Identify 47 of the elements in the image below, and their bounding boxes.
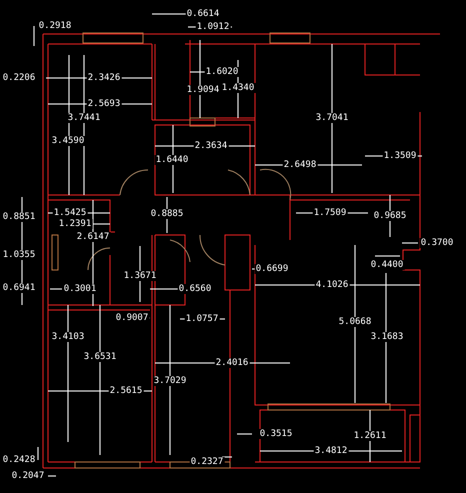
dimension-label: 1.7509 [312, 208, 348, 218]
dimension-label: 0.8885 [150, 209, 184, 219]
dimension-label: 1.2391 [58, 219, 92, 229]
dimension-label: 1.2611 [352, 431, 388, 441]
dimension-label: 5.0668 [338, 317, 372, 327]
dimension-label: 0.6699 [254, 264, 290, 274]
dimension-label: 1.0912 [196, 22, 230, 32]
dimension-label: 1.9094 [186, 85, 220, 95]
dimension-label: 1.6020 [204, 67, 240, 77]
dimension-label: 2.6498 [282, 160, 318, 170]
dimension-label: 0.2206 [2, 73, 36, 83]
dimension-label: 0.4400 [370, 260, 404, 270]
dimension-label: 0.2918 [38, 21, 72, 31]
dimension-label: 1.0355 [2, 250, 36, 260]
dimension-label: 3.7041 [314, 113, 350, 123]
dimension-label: 2.4016 [214, 358, 250, 368]
dimension-label: 1.3671 [122, 271, 158, 281]
dimension-label: 0.3001 [62, 284, 98, 294]
dimension-label: 3.4103 [50, 332, 86, 342]
dimension-label: 0.2327 [190, 457, 224, 467]
dimension-label: 0.3700 [420, 238, 454, 248]
dimension-label: 1.6440 [154, 155, 190, 165]
dimension-label: 0.8851 [2, 212, 36, 222]
dimension-label: 3.7029 [152, 376, 188, 386]
dimension-label: 2.3634 [194, 141, 228, 151]
dimension-label: 0.9007 [114, 313, 150, 323]
dimension-label: 4.1026 [314, 280, 350, 290]
dimension-label: 2.3426 [86, 73, 122, 83]
dimension-label: 0.6941 [2, 283, 36, 293]
dimension-label: 3.7441 [66, 113, 102, 123]
dimension-label: 3.1683 [370, 332, 404, 342]
dimension-label: 3.4590 [50, 136, 86, 146]
dimension-label: 1.0757 [184, 314, 220, 324]
dimension-label: 0.2428 [2, 455, 36, 465]
dimension-label: 0.3515 [258, 429, 294, 439]
dimension-label: 2.6147 [76, 232, 110, 242]
dimension-label: 1.5425 [52, 208, 88, 218]
dimension-label: 0.6560 [178, 284, 212, 294]
dimension-label: 3.6531 [82, 352, 118, 362]
dimension-label: 2.5693 [86, 99, 122, 109]
dimension-label: 0.9685 [372, 211, 408, 221]
dimension-label: 1.4340 [220, 83, 256, 93]
dimension-label: 2.5615 [108, 386, 144, 396]
dimension-label: 0.2047 [10, 471, 46, 481]
dimension-label: 0.6614 [186, 9, 220, 19]
dimension-label: 3.4812 [314, 446, 348, 456]
dimension-label: 1.3509 [382, 151, 418, 161]
